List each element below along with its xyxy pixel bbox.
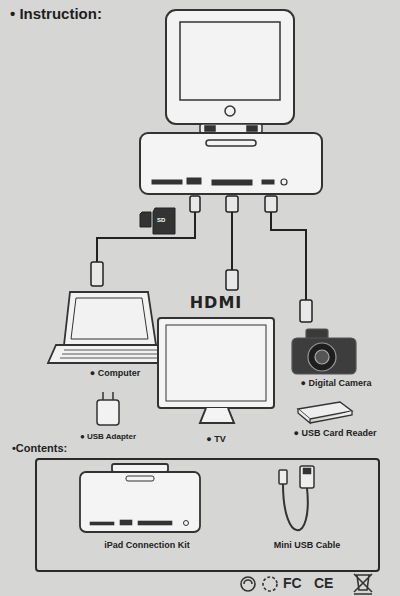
ipad-part	[166, 10, 294, 124]
connection-kit-part	[140, 133, 322, 194]
cables	[97, 212, 306, 300]
compliance-symbols-part	[354, 574, 372, 594]
plugs-part	[226, 196, 238, 212]
fcc-mark: FC	[283, 575, 302, 591]
cables-part	[271, 212, 306, 300]
section-heading: •Contents:	[12, 442, 67, 455]
contents-kit-picture-part	[80, 472, 200, 532]
digital-camera	[292, 329, 356, 374]
tv	[158, 318, 274, 423]
device-label: iPad Connection Kit	[77, 540, 217, 550]
memory-cards	[140, 208, 175, 234]
laptop-part	[60, 350, 162, 358]
heading: • Instruction:	[10, 5, 102, 22]
tv-part	[158, 318, 274, 408]
compliance-symbols-part	[244, 580, 252, 584]
contents-box: •Contents:iPad Connection KitMini USB Ca…	[35, 458, 380, 572]
connection-kit-part	[212, 180, 252, 185]
usb-adapter-part	[112, 392, 114, 400]
compliance-symbols	[241, 574, 372, 594]
usb-adapter-part	[97, 400, 119, 425]
camera-label: ● Digital Camera	[280, 378, 392, 388]
tv-part	[166, 325, 266, 401]
usb-adapter-label: ● USB Adapter	[58, 432, 158, 441]
connection-kit-part	[206, 140, 256, 146]
kit-label: iPad Connection Kit	[77, 540, 217, 550]
contents-kit-picture-part	[138, 521, 172, 525]
dock-connector-part	[200, 124, 262, 133]
digital-camera-part	[308, 343, 336, 371]
usb-card-reader-part	[298, 409, 352, 423]
ce-mark: CE	[314, 575, 333, 591]
plugs-part	[91, 262, 103, 286]
usb-adapter	[97, 392, 119, 425]
cables-part	[97, 212, 195, 262]
compliance-symbols-part	[263, 577, 277, 591]
contents-kit-picture-part	[184, 521, 189, 526]
computer-label: ● Computer	[60, 368, 170, 378]
device-label: ● USB Adapter	[58, 432, 158, 441]
device-label: ● Digital Camera	[280, 378, 392, 388]
device-label: ● TV	[160, 434, 272, 444]
digital-camera-part	[292, 338, 356, 374]
device-label: ● Computer	[60, 368, 170, 378]
laptop-part	[71, 298, 148, 339]
tv-part	[200, 408, 234, 423]
contents-cable-picture-part	[300, 466, 314, 488]
connection-kit-part	[152, 180, 182, 184]
connection-kit	[140, 133, 322, 194]
memory-cards-part	[153, 208, 175, 234]
connection-kit-part	[187, 178, 201, 184]
connection-kit-part	[281, 179, 287, 185]
usb-adapter-part	[102, 392, 104, 400]
dock-connector-part	[205, 126, 215, 131]
contents-kit-picture-part	[126, 476, 154, 481]
sd-card-mark: SD	[157, 217, 165, 223]
connection-kit-part	[262, 180, 274, 184]
card-reader-label: ● USB Card Reader	[276, 428, 394, 438]
usb-card-reader	[298, 402, 352, 423]
laptop-part	[64, 292, 156, 345]
contents-cable-picture-part	[283, 484, 308, 530]
ipad-part	[180, 22, 280, 100]
plugs-part	[226, 270, 238, 290]
device-label: Mini USB Cable	[252, 540, 362, 550]
contents-kit-picture-part	[120, 520, 132, 525]
plugs-part	[265, 196, 277, 212]
digital-camera-part	[315, 350, 329, 364]
dock-connector	[200, 124, 262, 133]
plugs-part	[190, 196, 200, 212]
memory-cards-part	[140, 212, 151, 227]
ipad-part	[225, 106, 235, 116]
contents-kit-picture-part	[90, 522, 114, 525]
tv-label: HDMI ● TV	[160, 294, 272, 444]
laptop	[48, 292, 172, 363]
cables-part	[231, 212, 233, 270]
laptop-part	[48, 345, 172, 363]
compliance-symbols-part	[241, 577, 255, 591]
contents-kit-picture-part	[112, 464, 168, 472]
contents-cable-picture-part	[303, 468, 311, 474]
ipad	[166, 10, 294, 124]
contents-kit-picture	[80, 464, 200, 532]
hdmi-logo: HDMI	[160, 294, 272, 312]
device-label: ● USB Card Reader	[276, 428, 394, 438]
cable-label: Mini USB Cable	[252, 540, 362, 550]
contents-cable-picture	[279, 466, 314, 530]
plugs-part	[300, 300, 312, 322]
dock-connector-part	[247, 126, 257, 131]
contents-cable-picture-part	[279, 470, 287, 484]
